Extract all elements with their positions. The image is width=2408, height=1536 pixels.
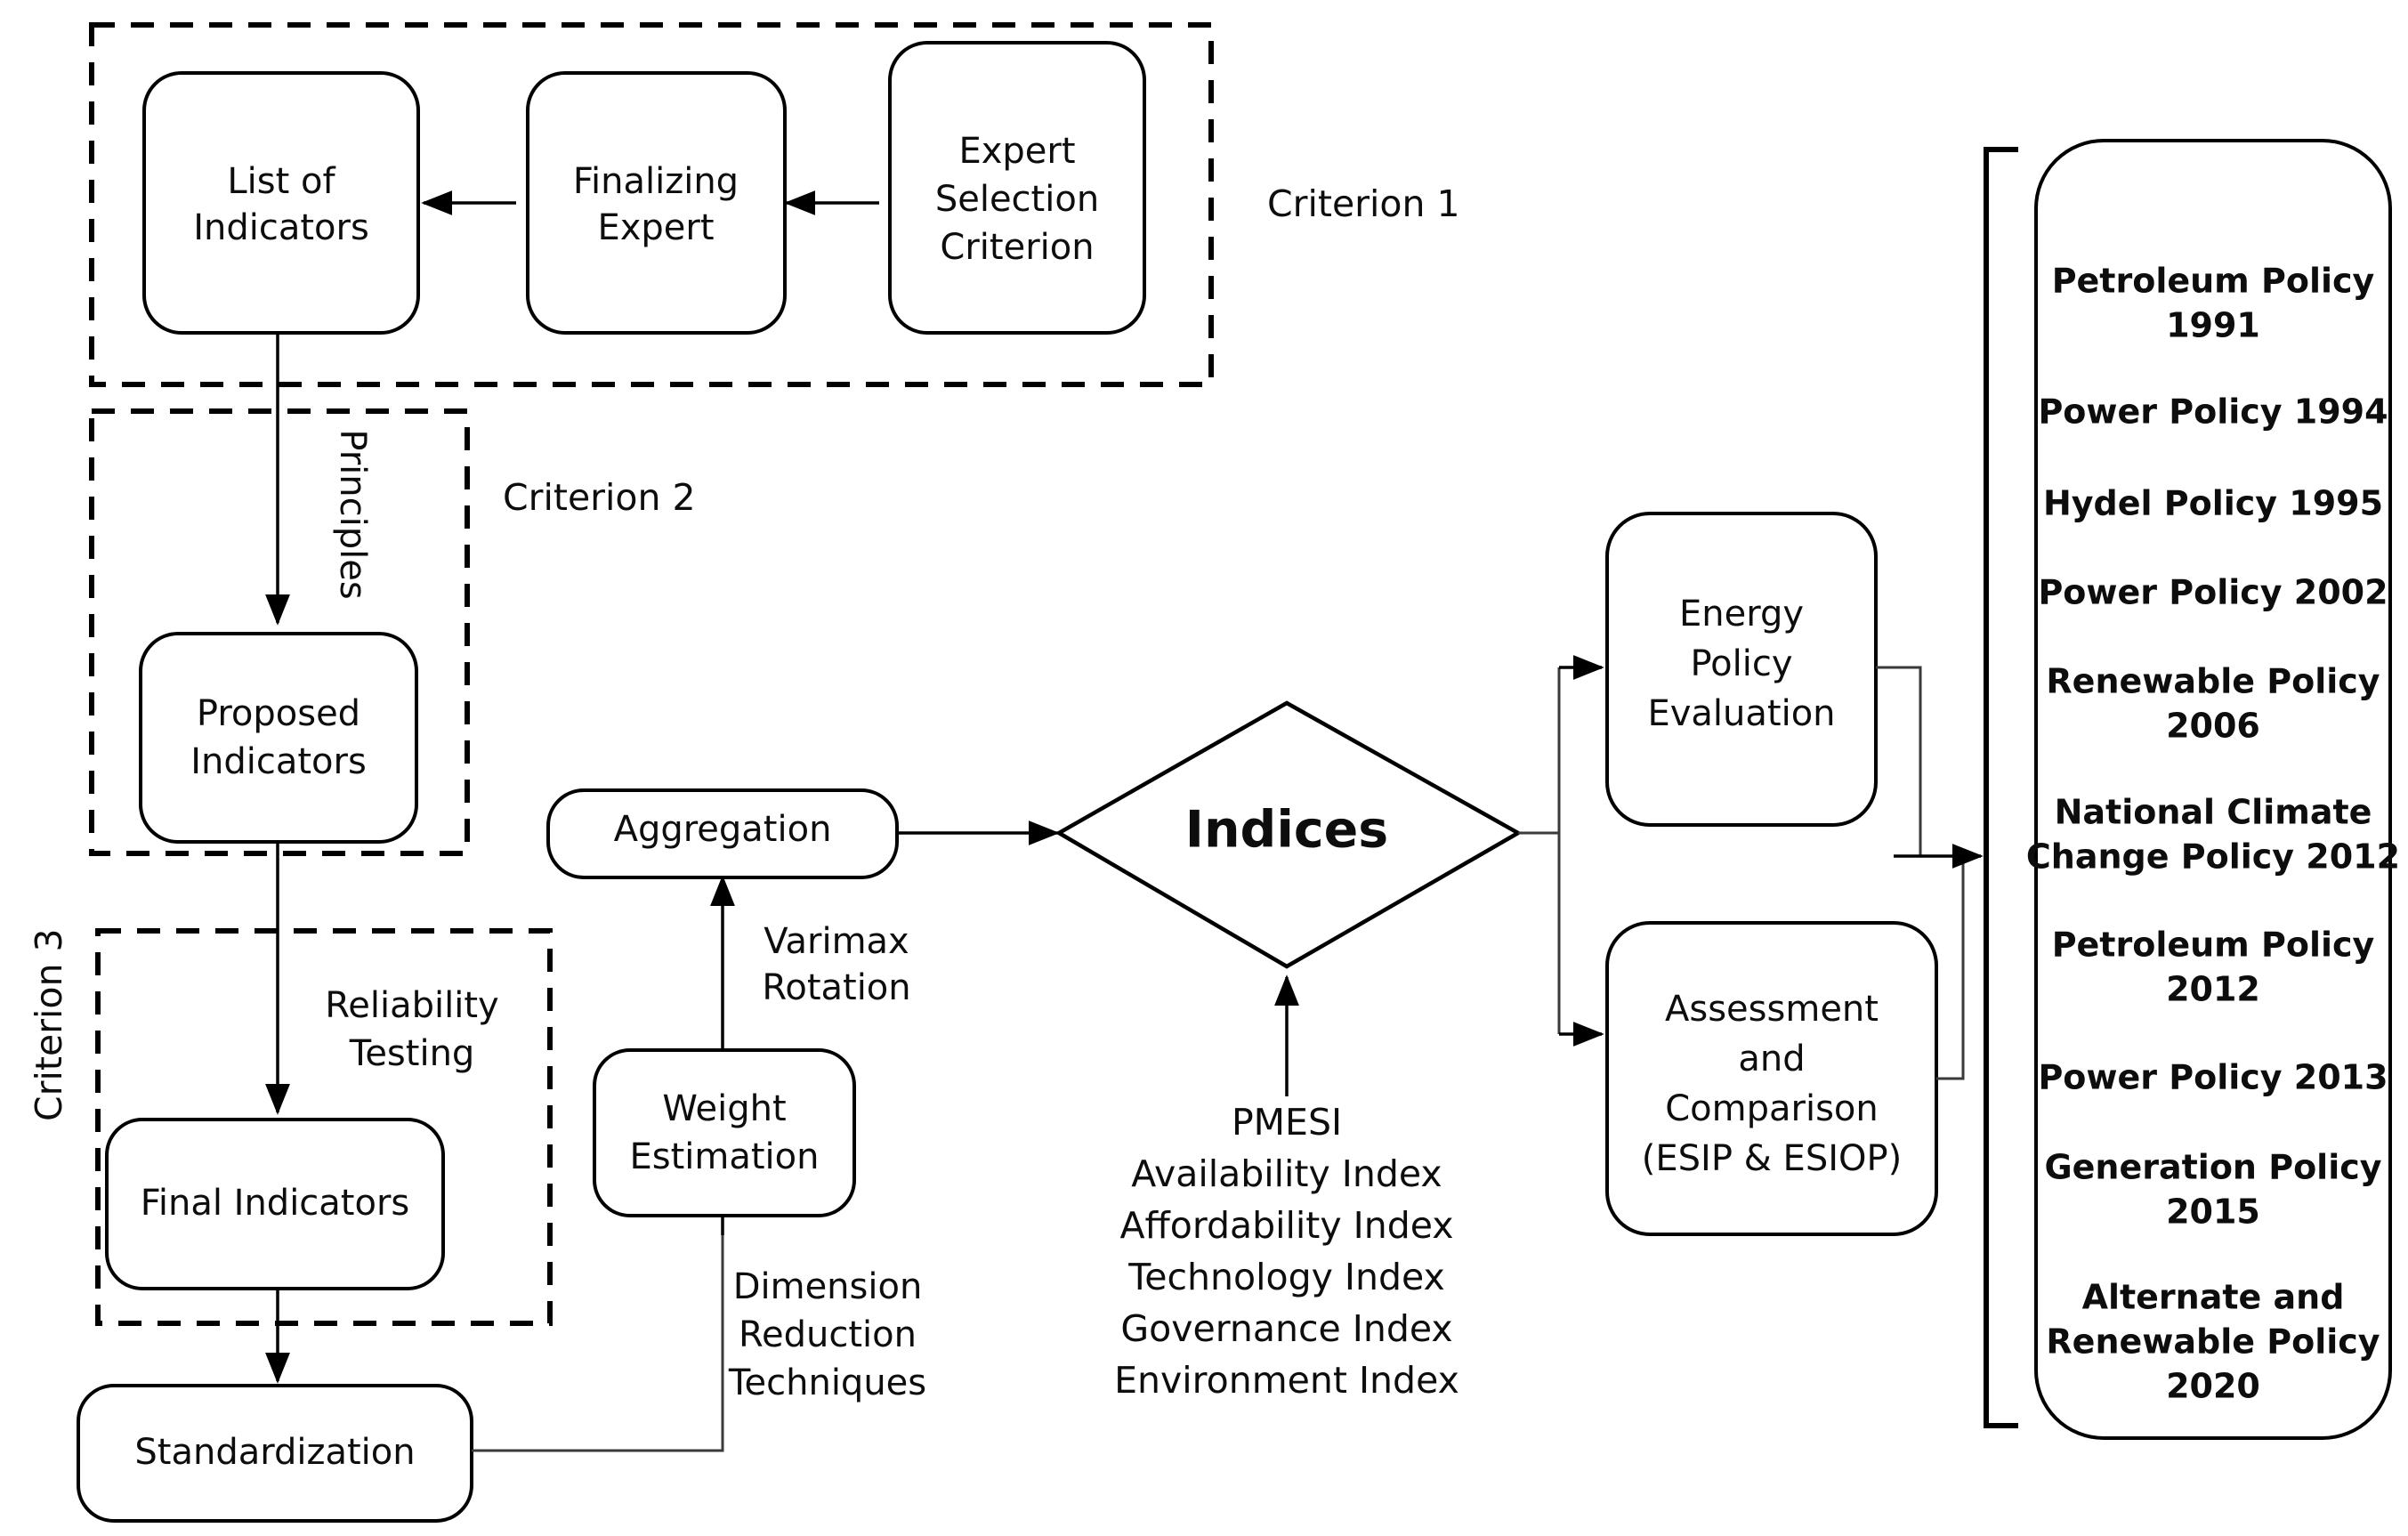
policy-item-0-line2: 1991: [2166, 306, 2260, 345]
indices-input-0: PMESI: [1232, 1101, 1342, 1144]
criterion-2-label: Criterion 2: [503, 476, 696, 519]
node-weight-estimation-line2: Estimation: [629, 1136, 819, 1177]
node-list-of-indicators[interactable]: [142, 71, 420, 335]
node-standardization-line1: Standardization: [134, 1432, 415, 1473]
policy-item-8-line2: 2015: [2166, 1192, 2260, 1232]
node-finalizing-expert-line1: Finalizing: [573, 161, 739, 202]
policy-item-5-line1: National Climate: [2055, 793, 2372, 832]
policy-item-6-line1: Petroleum Policy: [2052, 926, 2375, 965]
policy-list-bracket: [1984, 147, 2018, 1428]
policy-item-1-line1: Power Policy 1994: [2038, 392, 2388, 432]
node-standardization[interactable]: [77, 1384, 473, 1523]
node-energy-policy-evaluation[interactable]: [1605, 512, 1878, 827]
node-finalizing-expert[interactable]: [526, 71, 787, 335]
node-finalizing-expert-line2: Expert: [597, 207, 714, 248]
node-proposed-indicators-line2: Indicators: [190, 741, 367, 782]
edge-label-varimax-line1: Varimax: [764, 921, 909, 962]
node-final-indicators[interactable]: [105, 1118, 445, 1290]
policy-item-9-line2: Renewable Policy: [2046, 1322, 2380, 1362]
criterion-1-label: Criterion 1: [1267, 182, 1460, 225]
node-proposed-indicators-line1: Proposed: [197, 693, 360, 734]
edge-evaluation-to-bracket: [1876, 666, 1922, 856]
edge-assessment-to-bracket: [1936, 856, 1965, 1080]
policy-item-8-line1: Generation Policy: [2044, 1148, 2381, 1187]
policy-item-9-line1: Alternate and: [2082, 1278, 2345, 1317]
policy-item-7-line1: Power Policy 2013: [2038, 1058, 2388, 1097]
edge-label-principles: Principles: [332, 429, 373, 599]
node-proposed-indicators[interactable]: [139, 632, 418, 844]
criterion-2-group: [89, 408, 470, 856]
node-list-of-indicators-line1: List of: [227, 161, 335, 202]
edge-label-reliability-line1: Reliability: [325, 985, 498, 1026]
node-assessment-comparison-line4: (ESIP & ESIOP): [1642, 1138, 1902, 1179]
edge-label-dimension-line3: Techniques: [728, 1362, 926, 1403]
node-indices-label: Indices: [1185, 801, 1389, 860]
criterion-3-label: Criterion 3: [28, 928, 70, 1121]
node-expert-selection-criterion[interactable]: [888, 41, 1146, 335]
criterion-1-group: [89, 22, 1214, 387]
node-aggregation-line1: Aggregation: [614, 809, 832, 850]
node-expert-selection-criterion-line1: Expert: [958, 131, 1075, 172]
policy-item-4-line1: Renewable Policy: [2046, 662, 2380, 701]
node-energy-policy-evaluation-line3: Evaluation: [1647, 693, 1835, 734]
node-assessment-comparison-line1: Assessment: [1665, 989, 1879, 1030]
policy-item-2-line1: Hydel Policy 1995: [2043, 484, 2383, 523]
edge-indices-split-trunk: [1518, 667, 1561, 835]
edge-label-dimension-line2: Reduction: [739, 1314, 917, 1355]
policy-item-9-line3: 2020: [2166, 1367, 2260, 1406]
node-energy-policy-evaluation-line1: Energy: [1679, 594, 1804, 635]
node-indices-diamond[interactable]: [1055, 700, 1523, 969]
edge-label-dimension-line1: Dimension: [733, 1266, 923, 1307]
indices-input-5: Environment Index: [1114, 1359, 1459, 1402]
policy-item-0-line1: Petroleum Policy: [2052, 262, 2375, 301]
node-weight-estimation[interactable]: [593, 1048, 856, 1217]
node-assessment-comparison-line2: and: [1738, 1039, 1805, 1079]
edge-label-reliability-line2: Testing: [349, 1033, 475, 1074]
node-final-indicators-line1: Final Indicators: [141, 1183, 410, 1224]
edge-label-varimax-line2: Rotation: [762, 967, 910, 1008]
edge-standardization-to-weight: [472, 1235, 724, 1452]
node-assessment-comparison-line3: Comparison: [1665, 1088, 1879, 1129]
criterion-3-group: [95, 928, 553, 1326]
node-weight-estimation-line1: Weight: [662, 1088, 786, 1129]
policy-item-3-line1: Power Policy 2002: [2038, 573, 2388, 612]
node-energy-policy-evaluation-line2: Policy: [1690, 643, 1792, 684]
indices-input-1: Availability Index: [1131, 1152, 1442, 1195]
policy-item-4-line2: 2006: [2166, 707, 2260, 746]
indices-input-4: Governance Index: [1120, 1307, 1452, 1350]
node-expert-selection-criterion-line3: Criterion: [940, 227, 1094, 268]
policy-item-5-line2: Change Policy 2012: [2026, 837, 2400, 877]
node-list-of-indicators-line2: Indicators: [193, 207, 369, 248]
policy-list-panel[interactable]: [2034, 139, 2392, 1440]
node-expert-selection-criterion-line2: Selection: [935, 179, 1099, 220]
indices-input-3: Technology Index: [1127, 1256, 1445, 1298]
indices-input-2: Affordability Index: [1119, 1204, 1453, 1247]
policy-item-6-line2: 2012: [2166, 970, 2260, 1009]
